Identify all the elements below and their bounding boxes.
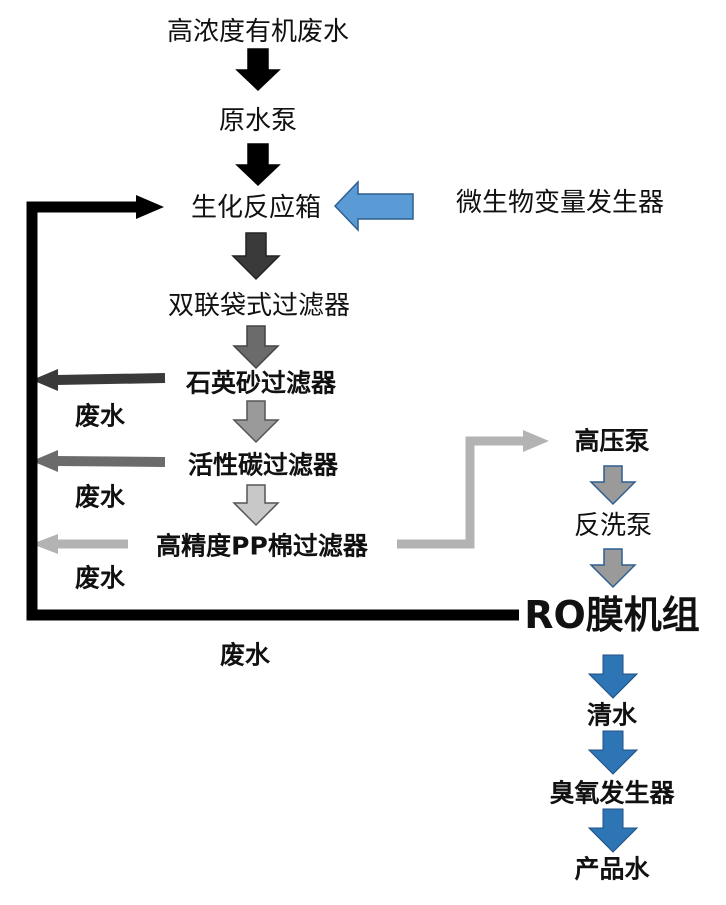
node-product-water: 产品水 <box>574 854 650 884</box>
pp-to-hp-line <box>397 436 525 549</box>
node-pp-filter: 高精度PP棉过滤器 <box>156 531 368 561</box>
arrow-down-clean <box>587 730 639 775</box>
arrow-down-ro <box>587 654 639 699</box>
node-backwash-pump: 反洗泵 <box>573 511 653 541</box>
node-hp-pump: 高压泵 <box>574 426 650 456</box>
arrow-down-2 <box>235 143 281 187</box>
arrow-down-hp <box>589 465 637 506</box>
arrow-down-4 <box>232 325 280 370</box>
node-bag-filter: 双联袋式过滤器 <box>167 291 351 321</box>
arrow-down-6 <box>232 484 280 527</box>
waste-arrowhead-carbon <box>32 450 58 472</box>
return-loop-arrowhead <box>136 195 164 219</box>
return-loop-line <box>26 201 519 621</box>
waste-arrowhead-pp <box>32 534 58 554</box>
waste-label-carbon: 废水 <box>74 482 126 512</box>
arrow-microbe-in <box>333 180 414 232</box>
node-bio-tank: 生化反应箱 <box>190 193 322 223</box>
arrow-down-ozone <box>587 808 639 853</box>
arrow-down-3 <box>231 232 281 281</box>
node-wastewater: 高浓度有机废水 <box>166 17 350 47</box>
node-ro-unit: RO膜机组 <box>524 593 700 637</box>
waste-label-ro: 废水 <box>219 640 271 670</box>
waste-line-carbon <box>55 456 166 467</box>
node-raw-pump: 原水泵 <box>218 106 298 136</box>
arrow-down-1 <box>235 48 281 92</box>
node-microbe-generator: 微生物变量发生器 <box>455 188 665 218</box>
waste-line-sand <box>55 373 166 385</box>
node-sand-filter: 石英砂过滤器 <box>185 368 337 398</box>
arrow-down-5 <box>232 400 280 444</box>
node-clean-water: 清水 <box>586 700 638 730</box>
pp-to-hp-arrowhead <box>523 430 549 452</box>
node-carbon-filter: 活性碳过滤器 <box>187 450 339 480</box>
arrow-down-backwash <box>589 548 637 589</box>
node-ozone-generator: 臭氧发生器 <box>549 778 675 808</box>
waste-label-pp: 废水 <box>74 563 126 593</box>
waste-label-sand: 废水 <box>74 401 126 431</box>
waste-arrowhead-sand <box>32 369 58 391</box>
